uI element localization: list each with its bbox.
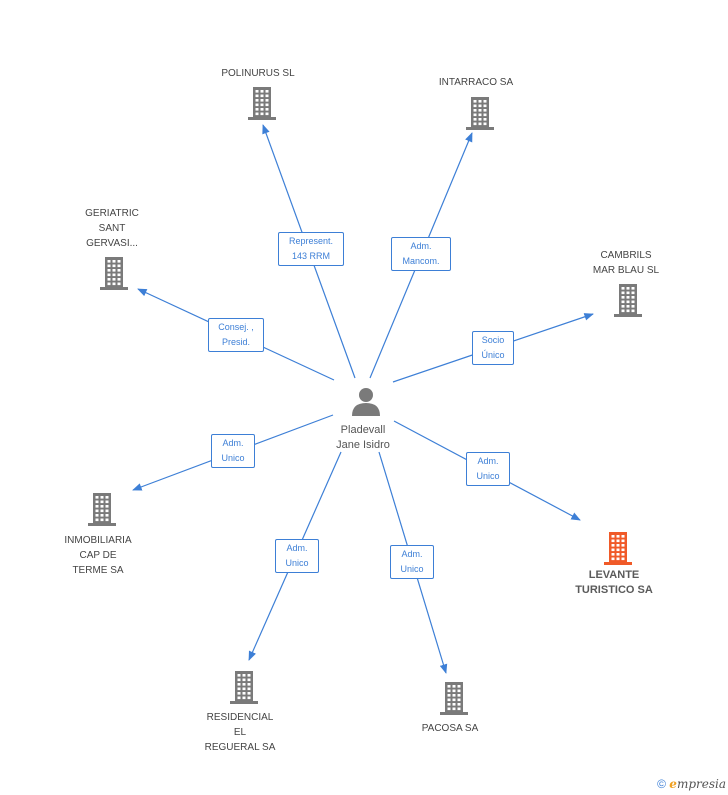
edge-label-geriatric[interactable]: Consej. , Presid.	[208, 318, 264, 352]
person-icon	[352, 388, 380, 416]
building-icon	[88, 493, 116, 526]
edge-label-pacosa[interactable]: Adm. Unico	[390, 545, 434, 579]
company-name-geriatric[interactable]: GERIATRIC SANT GERVASI...	[85, 208, 139, 249]
edge-label-inmobiliaria[interactable]: Adm. Unico	[211, 434, 255, 468]
person-name[interactable]: Pladevall Jane Isidro	[336, 424, 390, 451]
building-icon	[466, 97, 494, 130]
building-icon	[440, 682, 468, 715]
company-name-cambrils[interactable]: CAMBRILS MAR BLAU SL	[592, 250, 660, 276]
company-node-cambrils[interactable]	[612, 283, 644, 317]
company-node-polinurus[interactable]	[246, 86, 278, 120]
person-node[interactable]	[346, 386, 386, 418]
building-icon	[248, 87, 276, 120]
company-name-inmobiliaria[interactable]: INMOBILIARIA CAP DE TERME SA	[64, 535, 132, 576]
empresia-logo: empresia	[669, 777, 726, 791]
copyright-symbol: ©	[657, 777, 666, 791]
edge-label-intarraco[interactable]: Adm. Mancom.	[391, 237, 451, 271]
company-node-levante[interactable]	[602, 531, 634, 565]
footer-brand: © empresia	[657, 777, 726, 791]
edge-label-cambrils[interactable]: Socio Único	[472, 331, 514, 365]
company-node-intarraco[interactable]	[464, 96, 496, 130]
company-node-residencial[interactable]	[228, 670, 260, 704]
company-name-pacosa[interactable]: PACOSA SA	[421, 723, 479, 734]
building-icon	[604, 532, 632, 565]
company-node-pacosa[interactable]	[438, 681, 470, 715]
building-icon	[614, 284, 642, 317]
company-name-levante[interactable]: LEVANTE TURISTICO SA	[575, 569, 653, 596]
edge-label-levante[interactable]: Adm. Unico	[466, 452, 510, 486]
building-icon	[230, 671, 258, 704]
company-name-residencial[interactable]: RESIDENCIAL EL REGUERAL SA	[204, 712, 276, 753]
company-node-inmobiliaria[interactable]	[86, 492, 118, 526]
edge-label-polinurus[interactable]: Represent. 143 RRM	[278, 232, 344, 266]
building-icon	[100, 257, 128, 290]
company-node-geriatric[interactable]	[98, 256, 130, 290]
company-name-intarraco[interactable]: INTARRACO SA	[438, 77, 514, 88]
edge-label-residencial[interactable]: Adm. Unico	[275, 539, 319, 573]
company-name-polinurus[interactable]: POLINURUS SL	[221, 68, 295, 79]
